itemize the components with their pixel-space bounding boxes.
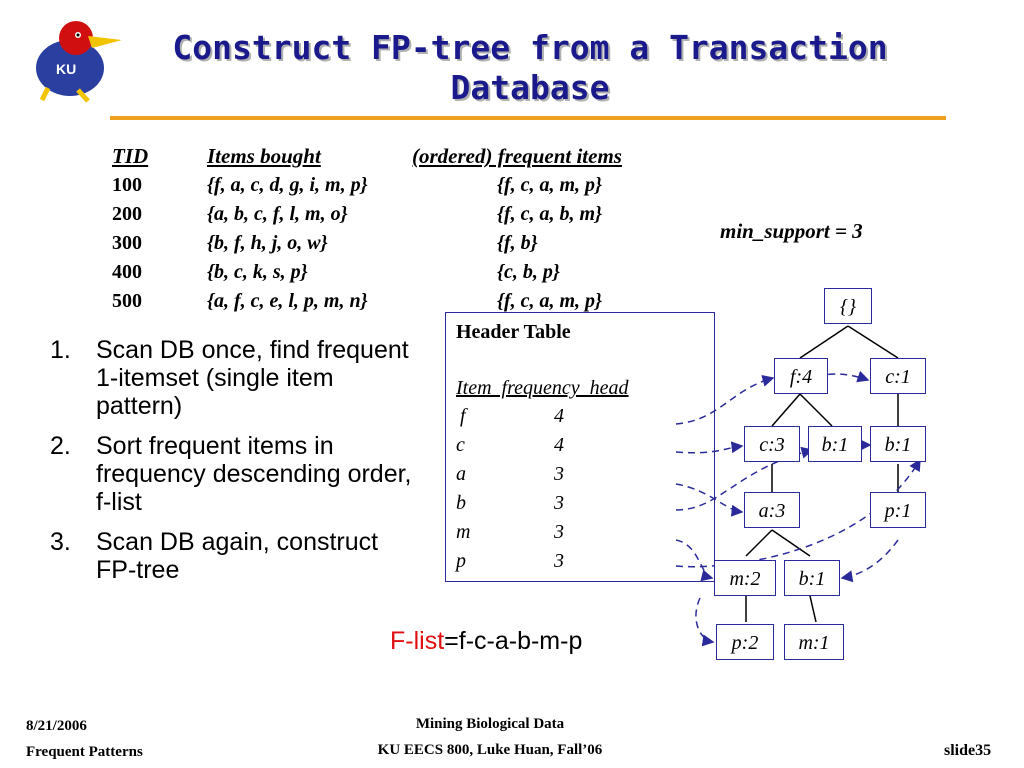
item-cell: p [456, 550, 466, 572]
item-cell: f [460, 405, 466, 427]
tree-node-b1: b:1 [784, 560, 840, 596]
items-cell: {b, c, k, s, p} [207, 261, 308, 283]
ordered-cell: {f, b} [497, 232, 538, 254]
tree-node-c1: c:1 [870, 358, 926, 394]
tree-node-m2: m:2 [714, 560, 776, 596]
tree-node-p1: p:1 [870, 492, 926, 528]
step-number: 3. [50, 528, 71, 556]
tid-cell: 300 [112, 232, 142, 254]
steps-list: 1. Scan DB once, find frequent 1-itemset… [40, 336, 420, 596]
items-cell: {f, a, c, d, g, i, m, p} [207, 174, 368, 196]
step-number: 1. [50, 336, 71, 364]
tree-node-a3: a:3 [744, 492, 800, 528]
title-underline [110, 116, 946, 120]
items-cell: {b, f, h, j, o, w} [207, 232, 328, 254]
freq-cell: 4 [554, 405, 564, 427]
step-number: 2. [50, 432, 71, 460]
tree-edges [745, 325, 899, 623]
ku-jayhawk-logo: KU [18, 18, 128, 103]
title-line-1: Construct FP-tree from a Transaction [172, 28, 888, 67]
step-text: Scan DB once, find frequent 1-itemset (s… [96, 336, 409, 420]
col-header-tid: TID [112, 144, 149, 168]
tree-node-root: {} [824, 288, 872, 324]
freq-cell: 3 [554, 521, 564, 543]
tid-cell: 400 [112, 261, 142, 283]
tree-node-m1: m:1 [784, 624, 844, 660]
ordered-cell: {f, c, a, b, m} [497, 203, 603, 225]
logo-text: KU [56, 61, 76, 77]
freq-cell: 3 [554, 550, 564, 572]
header-table-title: Header Table [456, 321, 571, 343]
items-cell: {a, b, c, f, l, m, o} [207, 203, 348, 225]
ordered-cell: {f, c, a, m, p} [497, 290, 603, 312]
tid-cell: 200 [112, 203, 142, 225]
freq-cell: 3 [554, 492, 564, 514]
ordered-cell: {c, b, p} [497, 261, 560, 283]
col-header-ordered: (ordered) frequent items [412, 144, 622, 168]
item-cell: a [456, 463, 466, 485]
freq-cell: 3 [554, 463, 564, 485]
item-cell: m [456, 521, 471, 543]
slide-title: Construct FP-tree from a Transaction Dat… [150, 28, 910, 108]
flist: F-list=f-c-a-b-m-p [390, 627, 582, 656]
header-table: Header Table Item frequency head f 4 c 4… [445, 312, 715, 582]
title-line-2: Database [450, 68, 610, 107]
footer-course-line1: Mining Biological Data [415, 716, 565, 732]
item-cell: b [456, 492, 466, 514]
freq-cell: 4 [554, 434, 564, 456]
col-header-items: Items bought [207, 144, 321, 168]
min-support-label: min_support = 3 [720, 219, 863, 243]
step-text: Sort frequent items in frequency descend… [96, 432, 412, 516]
footer-date: 8/21/2006 [26, 718, 87, 734]
list-item: 2. Sort frequent items in frequency desc… [40, 432, 420, 516]
header-table-columns: Item frequency head [456, 377, 629, 399]
flist-value: =f-c-a-b-m-p [444, 627, 583, 655]
tree-node-c3: c:3 [744, 426, 800, 462]
tree-node-p2: p:2 [716, 624, 774, 660]
items-cell: {a, f, c, e, l, p, m, n} [207, 290, 368, 312]
slide-number: slide35 [944, 742, 992, 759]
item-cell: c [456, 434, 465, 456]
tree-node-b1: b:1 [870, 426, 926, 462]
transaction-table: TID Items bought (ordered) frequent item… [112, 144, 682, 314]
footer-topic: Frequent Patterns [26, 744, 143, 760]
step-text: Scan DB again, construct FP-tree [96, 528, 379, 584]
ordered-cell: {f, c, a, m, p} [497, 174, 603, 196]
list-item: 3. Scan DB again, construct FP-tree [40, 528, 420, 584]
tid-cell: 100 [112, 174, 142, 196]
tree-node-b1: b:1 [808, 426, 862, 462]
flist-label: F-list [390, 627, 445, 655]
footer-course-line2: KU EECS 800, Luke Huan, Fall’06 [377, 742, 603, 758]
tid-cell: 500 [112, 290, 142, 312]
tree-node-f4: f:4 [774, 358, 828, 394]
list-item: 1. Scan DB once, find frequent 1-itemset… [40, 336, 420, 420]
